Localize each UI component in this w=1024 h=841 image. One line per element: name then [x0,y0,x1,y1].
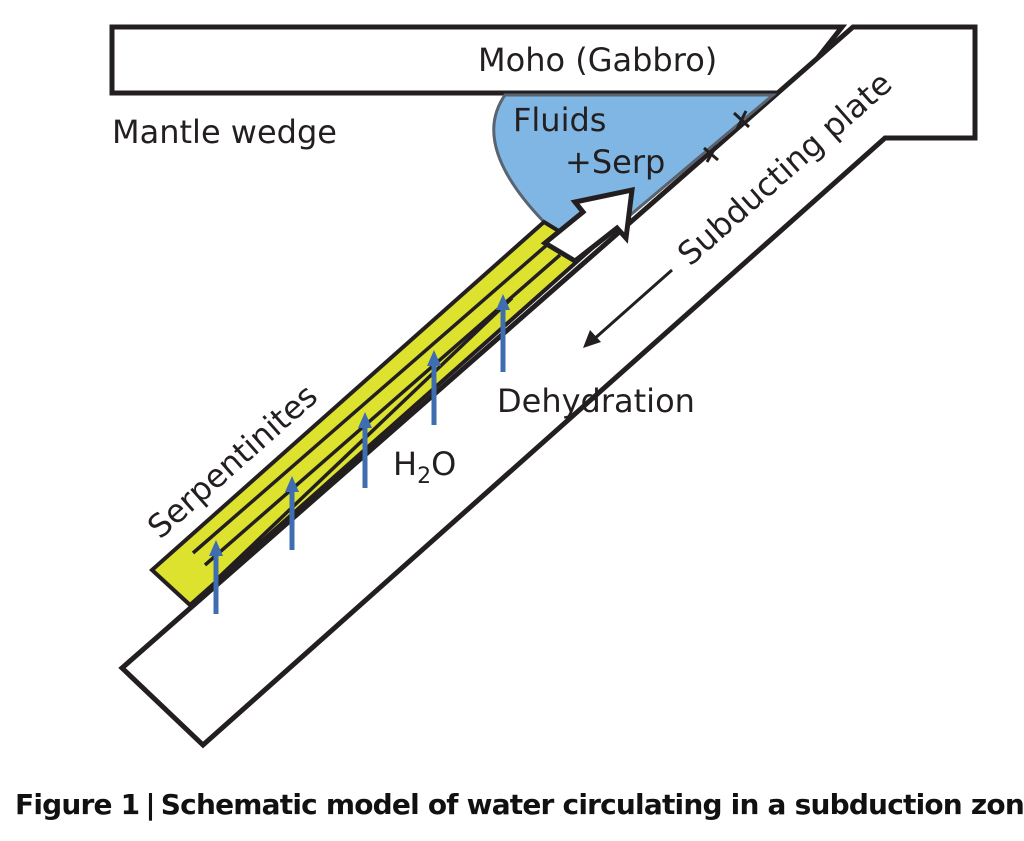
x-mark [703,145,719,163]
fluid-flow-arrow [540,186,635,265]
dehydration-arrow-head [583,330,601,348]
figure-number: Figure 1 [15,788,140,821]
water-arrow-head [285,476,299,492]
fluids-region [492,93,778,252]
h2o-label: H2O [393,445,456,489]
water-arrow-head [496,294,510,310]
subducting-plate [118,24,978,749]
dehydration-label: Dehydration [497,382,695,420]
caption-separator: | [145,788,155,821]
fluids-label: Fluids [513,101,606,139]
x-mark [732,110,751,130]
water-arrow-head [427,350,441,366]
caption-text: Schematic model of water circulating in … [160,788,1024,821]
moho-layer [109,24,848,96]
serp-label: +Serp [565,143,665,181]
mantle-wedge-label: Mantle wedge [112,113,337,151]
serpentinite-line [191,235,558,555]
moho-label: Moho (Gabbro) [478,41,717,79]
water-arrow-head [358,412,372,428]
dehydration-arrow-shaft [592,268,673,342]
figure-caption: Figure 1|Schematic model of water circul… [15,788,1024,821]
water-arrows [209,294,510,614]
water-arrow-head [209,540,223,556]
